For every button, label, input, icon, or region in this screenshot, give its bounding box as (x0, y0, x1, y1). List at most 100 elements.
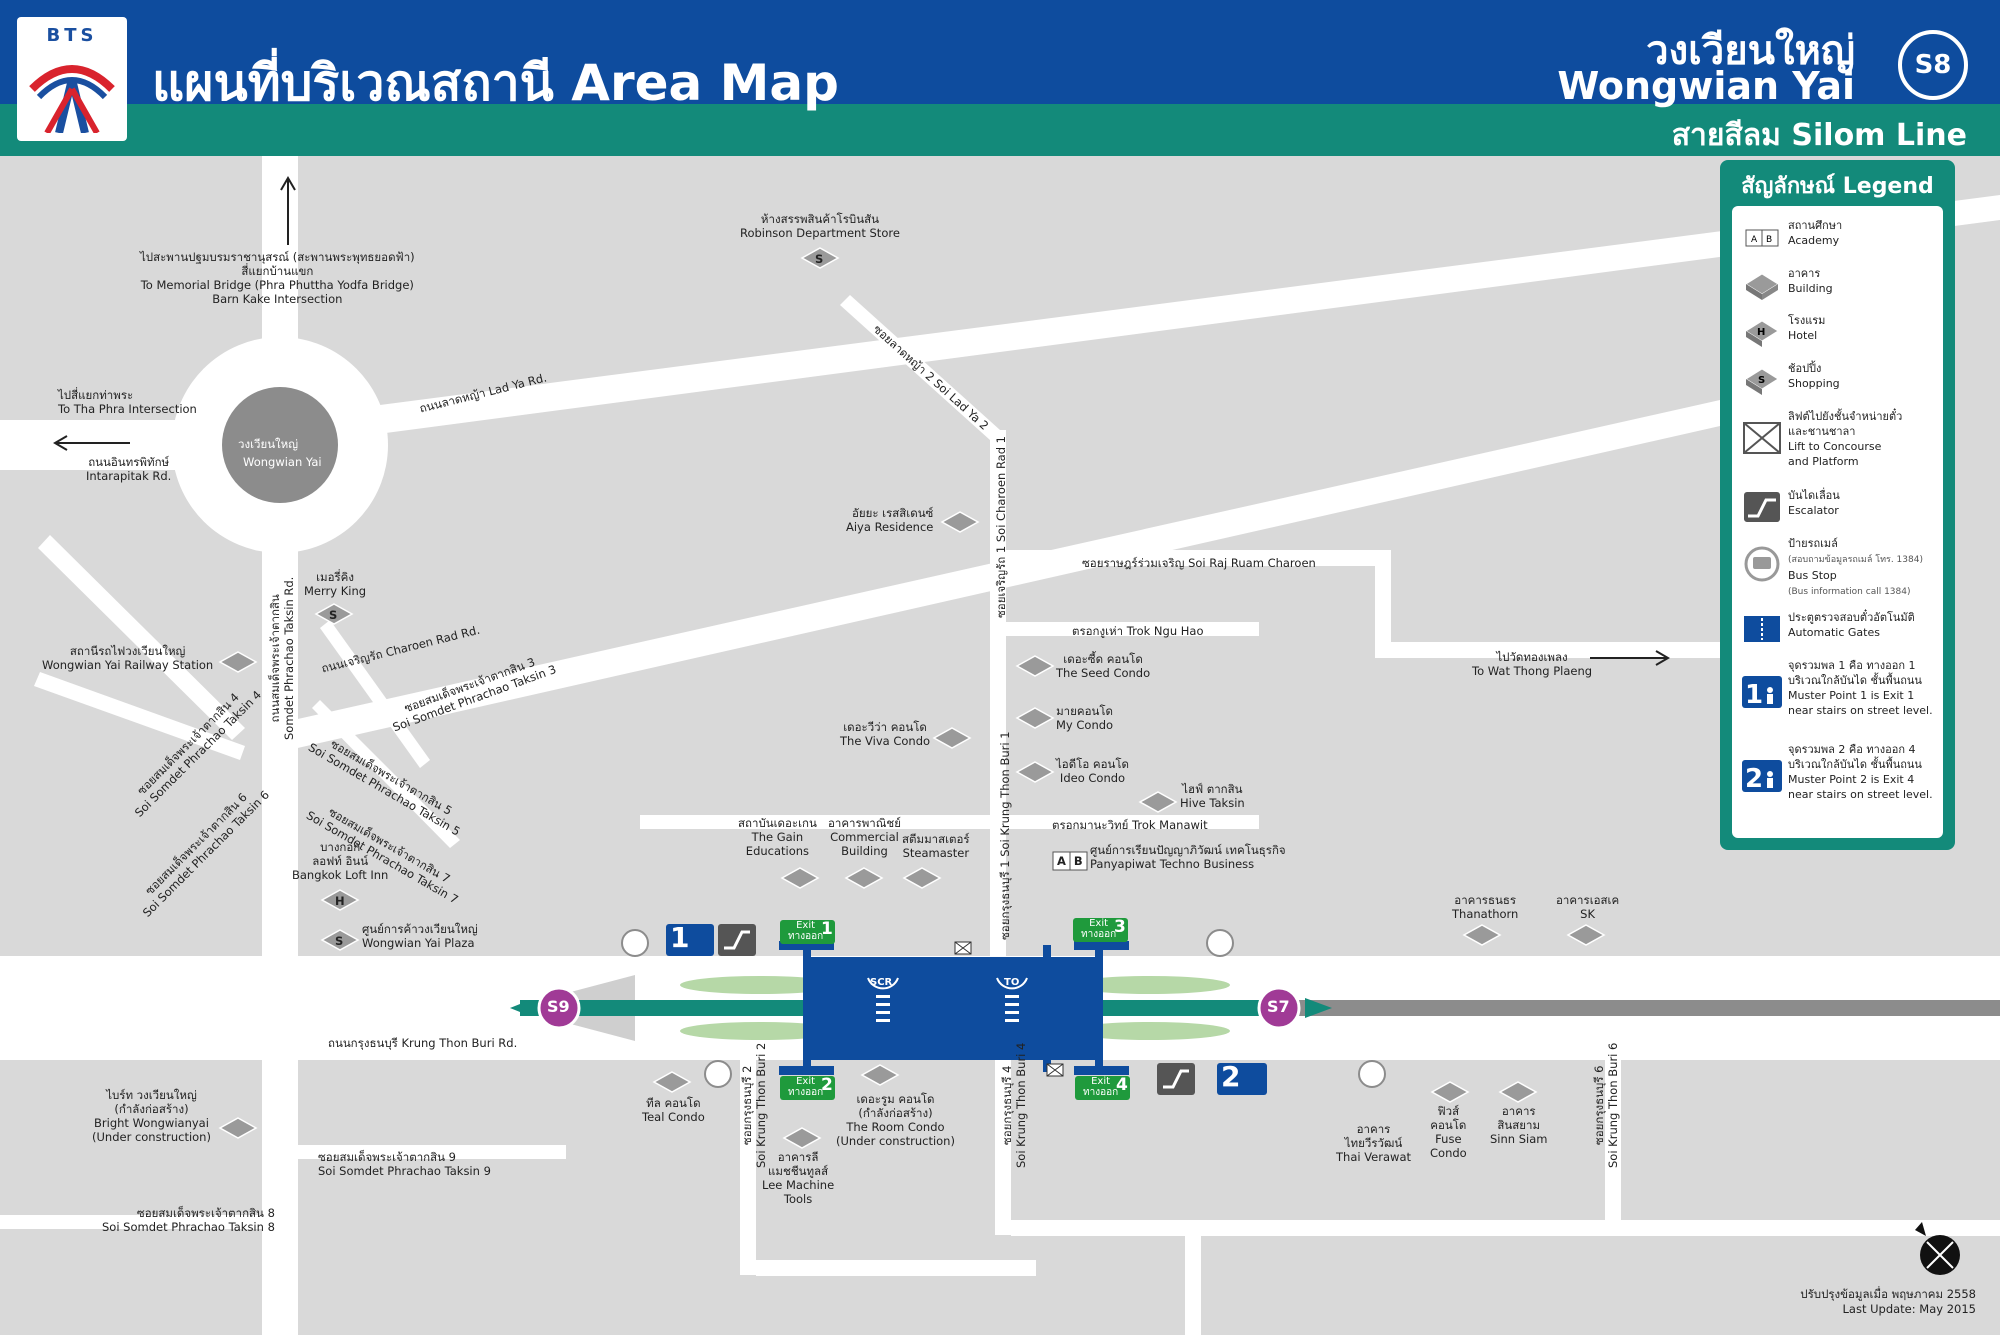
hotel-icon: H (1745, 320, 1779, 347)
label-manawit: ตรอกมานะวิทย์ Trok Manawit (1052, 818, 1208, 832)
station-code-badge: S8 (1898, 30, 1968, 100)
legend-shopping-en: Shopping (1788, 377, 1840, 390)
station-name-english: Wongwian Yai (1557, 64, 1855, 108)
page-title: แผนที่บริเวณสถานี Area Map (152, 54, 839, 112)
muster-1-icon: 1 (1742, 676, 1782, 710)
legend-item-building: อาคาร Building (1732, 266, 1943, 306)
label-memorial-bridge: ไปสะพานปฐมบรมราชานุสรณ์ (สะพานพระพุทธยอด… (140, 250, 415, 306)
muster-point-1-icon: 1 (670, 921, 690, 954)
legend-bus-stop-en-note: (Bus information call 1384) (1788, 587, 1911, 597)
platform-left-label: SCR (870, 977, 893, 988)
exit-1-number: 1 (821, 919, 833, 939)
legend-building-en: Building (1788, 282, 1833, 295)
direction-arrows (53, 176, 1670, 666)
muster-point-2-icon: 2 (1221, 1060, 1241, 1093)
shopping-marker-plaza: S (335, 934, 344, 948)
building-icon (1745, 273, 1779, 300)
label-railway-station: สถานีรถไฟวงเวียนใหญ่Wongwian Yai Railway… (42, 644, 214, 672)
label-krung-thon-rd: ถนนกรุงธนบุรี Krung Thon Buri Rd. (328, 1036, 518, 1050)
gate-icon (1744, 616, 1780, 642)
svg-text:1: 1 (1745, 680, 1763, 710)
muster-2-icon: 2 (1742, 760, 1782, 794)
exit-4-number: 4 (1116, 1075, 1128, 1095)
label-room-condo: เดอะรูม คอนโด(กำลังก่อสร้าง)The Room Con… (836, 1092, 955, 1148)
bts-logo-text: BTS (46, 25, 98, 46)
label-aiya-residence: อัยยะ เรสสิเดนซ์Aiya Residence (846, 506, 934, 534)
label-roundabout-th: วงเวียนใหญ่ (238, 437, 299, 451)
svg-text:H: H (1757, 327, 1765, 338)
academy-marker-text: A B (1057, 854, 1083, 868)
legend-gates-en: Automatic Gates (1788, 626, 1880, 639)
header-bar (0, 0, 2000, 104)
legend-item-hotel: H โรงแรม Hotel (1732, 313, 1943, 353)
building-markers (218, 247, 1606, 1149)
legend-hotel-en: Hotel (1788, 329, 1818, 342)
svg-text:S: S (1758, 375, 1765, 386)
legend-bus-stop-th: ป้ายรถเมล์ (1788, 537, 1838, 550)
legend-bus-stop-en: Bus Stop (1788, 569, 1837, 582)
bts-logo: BTS (17, 17, 127, 141)
bus-stop-markers (621, 929, 1386, 1088)
label-bangkok-loft: บางกอกลอฟท์ อินน์Bangkok Loft Inn (292, 840, 389, 882)
legend-hotel-th: โรงแรม (1788, 314, 1826, 327)
escalator-icon (1744, 492, 1780, 522)
legend-academy-th: สถานศึกษา (1788, 219, 1843, 232)
legend-item-gates: ประตูตรวจสอบตั๋วอัตโนมัติ Automatic Gates (1732, 610, 1943, 650)
legend-gates-th: ประตูตรวจสอบตั๋วอัตโนมัติ (1788, 611, 1915, 624)
legend-academy-en: Academy (1788, 234, 1840, 247)
station-s9-label: S9 (547, 997, 570, 1016)
bus-stop-icon (1744, 546, 1780, 582)
exit-markers (780, 918, 1130, 1100)
exit-3-number: 3 (1114, 917, 1126, 937)
svg-text:B: B (1766, 235, 1772, 245)
legend-item-bus-stop: ป้ายรถเมล์ (สอบถามข้อมูลรถเมล์ โทร. 1384)… (1732, 536, 1943, 598)
label-intarapitak: ถนนอินทรพิทักษ์Intarapitak Rd. (86, 455, 172, 483)
shopping-icon: S (1745, 368, 1779, 395)
station-s7-label: S7 (1267, 997, 1290, 1016)
roundabout-center (222, 387, 338, 503)
shopping-marker-robinson: S (815, 252, 824, 266)
legend-escalator-th: บันไดเลื่อน (1788, 489, 1840, 502)
label-krung-thon-1: ซอยกรุงธนบุรี 1 Soi Krung Thon Buri 1 (998, 731, 1012, 940)
svg-text:2: 2 (1745, 764, 1763, 794)
platform-right-label: TO (1004, 977, 1020, 988)
label-steamaster: สตีมมาสเตอร์Steamaster (902, 832, 970, 860)
shopping-marker-merry-king: S (329, 608, 338, 622)
legend-building-th: อาคาร (1788, 267, 1821, 280)
lift-icon (1743, 422, 1781, 454)
legend-bus-stop-th-note: (สอบถามข้อมูลรถเมล์ โทร. 1384) (1788, 555, 1923, 565)
label-roundabout-en: Wongwian Yai (243, 455, 322, 469)
station-name-thai: วงเวียนใหญ่ (1646, 28, 1855, 74)
